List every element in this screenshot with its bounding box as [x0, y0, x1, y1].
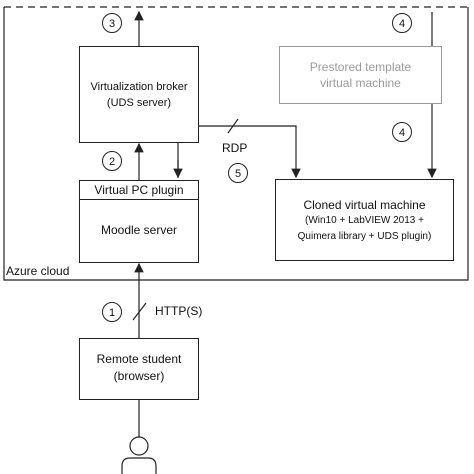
rdp-slash: [227, 118, 239, 134]
step-marker-2: 2: [102, 151, 122, 171]
azure-cloud-label: Azure cloud: [6, 264, 70, 278]
template-vm-box: [279, 46, 442, 104]
moodle-server-label: Moodle server: [100, 223, 178, 237]
cloned-vm-line2: Quimera library + UDS plugin): [297, 231, 432, 242]
broker-line1: Virtualization broker: [90, 81, 188, 93]
cloned-vm-line1: (Win10 + LabVIEW 2013 +: [305, 215, 424, 226]
step-marker-4-top: 4: [392, 13, 412, 33]
http-slash: [132, 302, 147, 321]
moodle-server-box: [79, 180, 199, 263]
template-line1: Prestored template: [309, 60, 412, 74]
step-marker-4-mid: 4: [392, 122, 412, 142]
student-line2: (browser): [113, 369, 165, 383]
cloud-boundary: [3, 7, 469, 281]
step-marker-3: 3: [102, 13, 122, 33]
cloned-vm-box: [275, 179, 454, 261]
remote-student-box: [79, 338, 199, 400]
student-actor-head-icon: [129, 436, 149, 456]
student-line1: Remote student: [96, 352, 182, 366]
http-label: HTTP(S): [155, 304, 203, 318]
cloned-vm-title: Cloned virtual machine: [303, 198, 426, 212]
virtual-pc-plugin-label: Virtual PC plugin: [94, 183, 184, 197]
student-actor-body-icon: [121, 457, 157, 474]
plugin-divider: [79, 199, 199, 200]
template-line2: virtual machine: [320, 76, 401, 90]
rdp-label: RDP: [222, 141, 248, 155]
virtualization-broker-box: [79, 46, 199, 143]
broker-line2: (UDS server): [106, 97, 172, 109]
rdp-path: [177, 125, 301, 179]
step-marker-1: 1: [102, 302, 122, 322]
step-marker-5: 5: [228, 163, 248, 183]
